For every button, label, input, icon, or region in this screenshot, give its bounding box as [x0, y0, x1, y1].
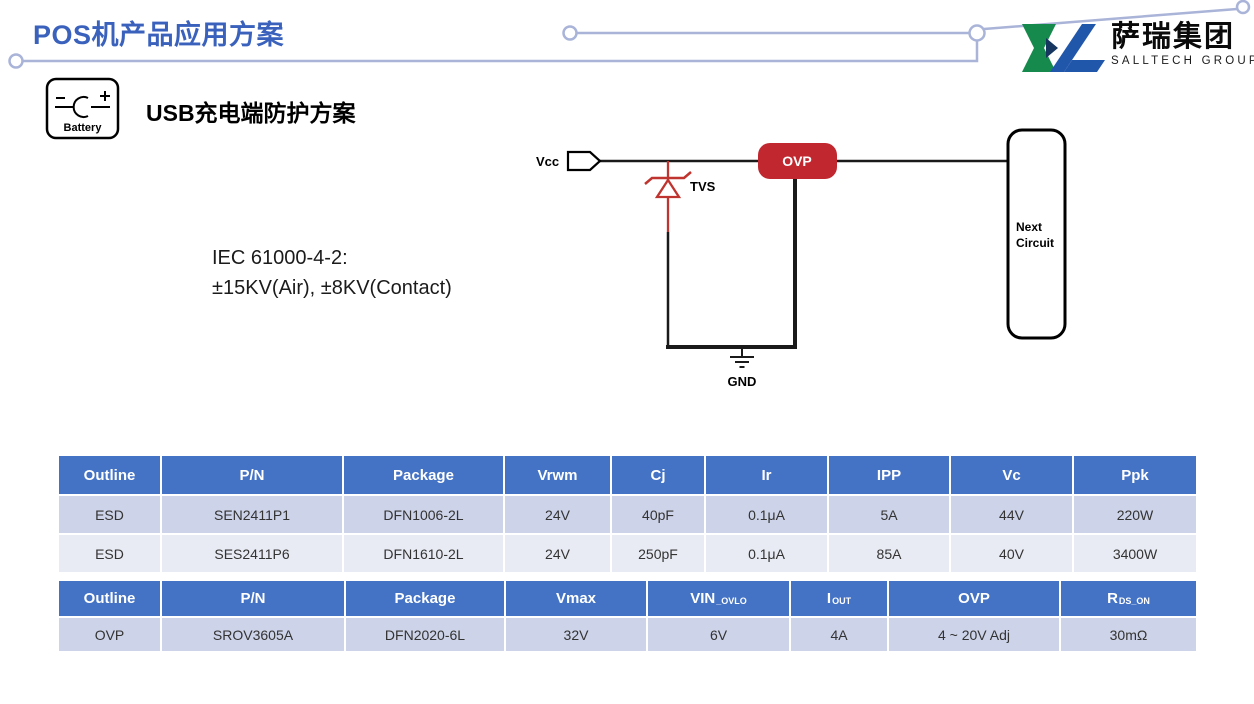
table-cell: 0.1μA: [706, 496, 827, 533]
table-cell: 4A: [791, 618, 887, 651]
column-header: Vmax: [506, 581, 646, 616]
vcc-connector: [566, 150, 602, 172]
table-cell: 85A: [829, 535, 949, 572]
table-cell: SROV3605A: [162, 618, 344, 651]
decor-circle: [968, 24, 986, 42]
tvs-diode: [644, 161, 692, 349]
column-header: Outline: [59, 456, 160, 494]
column-header: Package: [346, 581, 504, 616]
gnd-label: GND: [728, 374, 757, 389]
column-header: OVP: [889, 581, 1059, 616]
ovp-label: OVP: [782, 153, 812, 169]
table-cell: DFN1006-2L: [344, 496, 503, 533]
table-cell: 250pF: [612, 535, 704, 572]
gnd-symbol: [730, 349, 754, 368]
column-header: Vc: [951, 456, 1072, 494]
table-cell: DFN2020-6L: [346, 618, 504, 651]
table-cell: ESD: [59, 535, 160, 572]
tvs-label: TVS: [690, 179, 716, 194]
column-header: Vrwm: [505, 456, 610, 494]
decor-circle: [8, 53, 24, 69]
logo-name-cn: 萨瑞集团: [1111, 21, 1236, 53]
table-cell: 32V: [506, 618, 646, 651]
iec-note: IEC 61000-4-2: ±15KV(Air), ±8KV(Contact): [212, 243, 452, 303]
company-logo: 萨瑞集团 SALLTECH GROUP: [1020, 22, 1254, 74]
table-cell: ESD: [59, 496, 160, 533]
table-cell: DFN1610-2L: [344, 535, 503, 572]
decor-circle: [1235, 0, 1251, 15]
table-cell: SES2411P6: [162, 535, 342, 572]
iec-standard: IEC 61000-4-2:: [212, 247, 348, 269]
table-cell: 5A: [829, 496, 949, 533]
table-cell: 40V: [951, 535, 1072, 572]
logo-name-en: SALLTECH GROUP: [1111, 55, 1254, 67]
next-circuit-line2: Circuit: [1016, 236, 1054, 250]
table-cell: 24V: [505, 535, 610, 572]
column-header: IPP: [829, 456, 949, 494]
column-header: Outline: [59, 581, 160, 616]
section-heading: USB充电端防护方案: [146, 100, 356, 126]
column-header: Cj: [612, 456, 704, 494]
table-cell: 24V: [505, 496, 610, 533]
page-title: POS机产品应用方案: [33, 20, 285, 50]
decor-circle: [562, 25, 578, 41]
table-cell: OVP: [59, 618, 160, 651]
ovp-block: OVP: [758, 143, 837, 179]
column-header: Ir: [706, 456, 827, 494]
table-cell: SEN2411P1: [162, 496, 342, 533]
table-cell: 0.1μA: [706, 535, 827, 572]
table-cell: 3400W: [1074, 535, 1196, 572]
logo-text: 萨瑞集团 SALLTECH GROUP: [1111, 21, 1254, 68]
vcc-label: Vcc: [536, 154, 559, 169]
battery-icon: Battery: [45, 77, 120, 140]
column-header: P/N: [162, 581, 344, 616]
iec-levels: ±15KV(Air), ±8KV(Contact): [212, 277, 452, 299]
table-cell: 40pF: [612, 496, 704, 533]
table-cell: 44V: [951, 496, 1072, 533]
table-cell: 4 ~ 20V Adj: [889, 618, 1059, 651]
table-cell: 30mΩ: [1061, 618, 1196, 651]
table-cell: 6V: [648, 618, 789, 651]
battery-label: Battery: [64, 122, 103, 134]
column-header: VIN_OVLO: [648, 581, 789, 616]
column-header: Ppk: [1074, 456, 1196, 494]
next-circuit-line1: Next: [1016, 220, 1042, 234]
logo-mark-icon: [1022, 24, 1105, 72]
column-header: P/N: [162, 456, 342, 494]
column-header: Package: [344, 456, 503, 494]
table-cell: 220W: [1074, 496, 1196, 533]
next-circuit-block: Next Circuit: [1006, 128, 1067, 340]
circuit-diagram: Vcc TVS OVP GND Next C: [536, 128, 1067, 389]
